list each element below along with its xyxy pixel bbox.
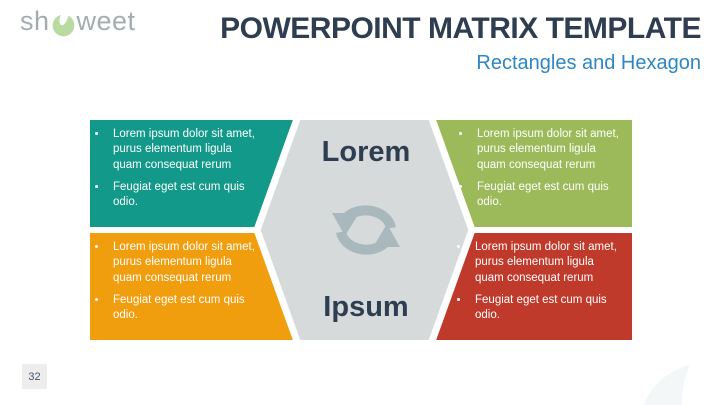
- showeet-bird-icon: [52, 12, 74, 37]
- bullet-item: Lorem ipsum dolor sit amet, purus elemen…: [470, 240, 620, 286]
- quadrant-bottom-left-shape: [90, 233, 302, 340]
- logo-text-weet: weet: [76, 6, 136, 36]
- slide-header: POWERPOINT MATRIX TEMPLATE Rectangles an…: [220, 12, 701, 74]
- hexagon-bottom-label: Ipsum: [323, 291, 409, 323]
- matrix-diagram: Lorem ipsum dolor sit amet, purus elemen…: [90, 120, 632, 340]
- slide-subtitle: Rectangles and Hexagon: [476, 52, 701, 74]
- bullet-list: Lorem ipsum dolor sit amet, purus elemen…: [94, 127, 256, 210]
- bullet-item: Lorem ipsum dolor sit amet, purus elemen…: [472, 127, 620, 173]
- quadrant-top-right-text: Lorem ipsum dolor sit amet, purus elemen…: [458, 127, 620, 217]
- quadrant-top-right-shape: [427, 120, 632, 227]
- sync-arrows-icon: [332, 205, 400, 255]
- showeet-bird-watermark-icon: [643, 346, 720, 405]
- quadrant-top-left-shape: [90, 120, 302, 227]
- bullet-list: Lorem ipsum dolor sit amet, purus elemen…: [458, 127, 620, 210]
- showeet-logo: sh weet: [20, 6, 136, 37]
- quadrant-bottom-right-shape: [427, 233, 632, 340]
- bullet-item: Feugiat eget est cum quis odio.: [108, 180, 256, 211]
- bullet-list: Lorem ipsum dolor sit amet, purus elemen…: [94, 240, 256, 323]
- bullet-item: Lorem ipsum dolor sit amet, purus elemen…: [108, 240, 256, 286]
- page-number-badge: 32: [22, 364, 47, 389]
- bullet-list: Lorem ipsum dolor sit amet, purus elemen…: [456, 240, 620, 323]
- hexagon-shape: [253, 120, 476, 340]
- hexagon-top-label: Lorem: [321, 136, 411, 168]
- slide-title: POWERPOINT MATRIX TEMPLATE: [220, 12, 701, 45]
- hexagon-content: Lorem Ipsum: [260, 120, 472, 340]
- quadrant-bottom-right-text: Lorem ipsum dolor sit amet, purus elemen…: [456, 240, 620, 330]
- bullet-item: Feugiat eget est cum quis odio.: [108, 293, 256, 324]
- bullet-item: Lorem ipsum dolor sit amet, purus elemen…: [108, 127, 256, 173]
- quadrant-bottom-left-text: Lorem ipsum dolor sit amet, purus elemen…: [94, 240, 256, 330]
- logo-text-sh: sh: [20, 6, 50, 36]
- bullet-item: Feugiat eget est cum quis odio.: [472, 180, 620, 211]
- matrix-shapes: [90, 120, 632, 340]
- quadrant-top-left-text: Lorem ipsum dolor sit amet, purus elemen…: [94, 127, 256, 217]
- bullet-item: Feugiat eget est cum quis odio.: [470, 293, 620, 324]
